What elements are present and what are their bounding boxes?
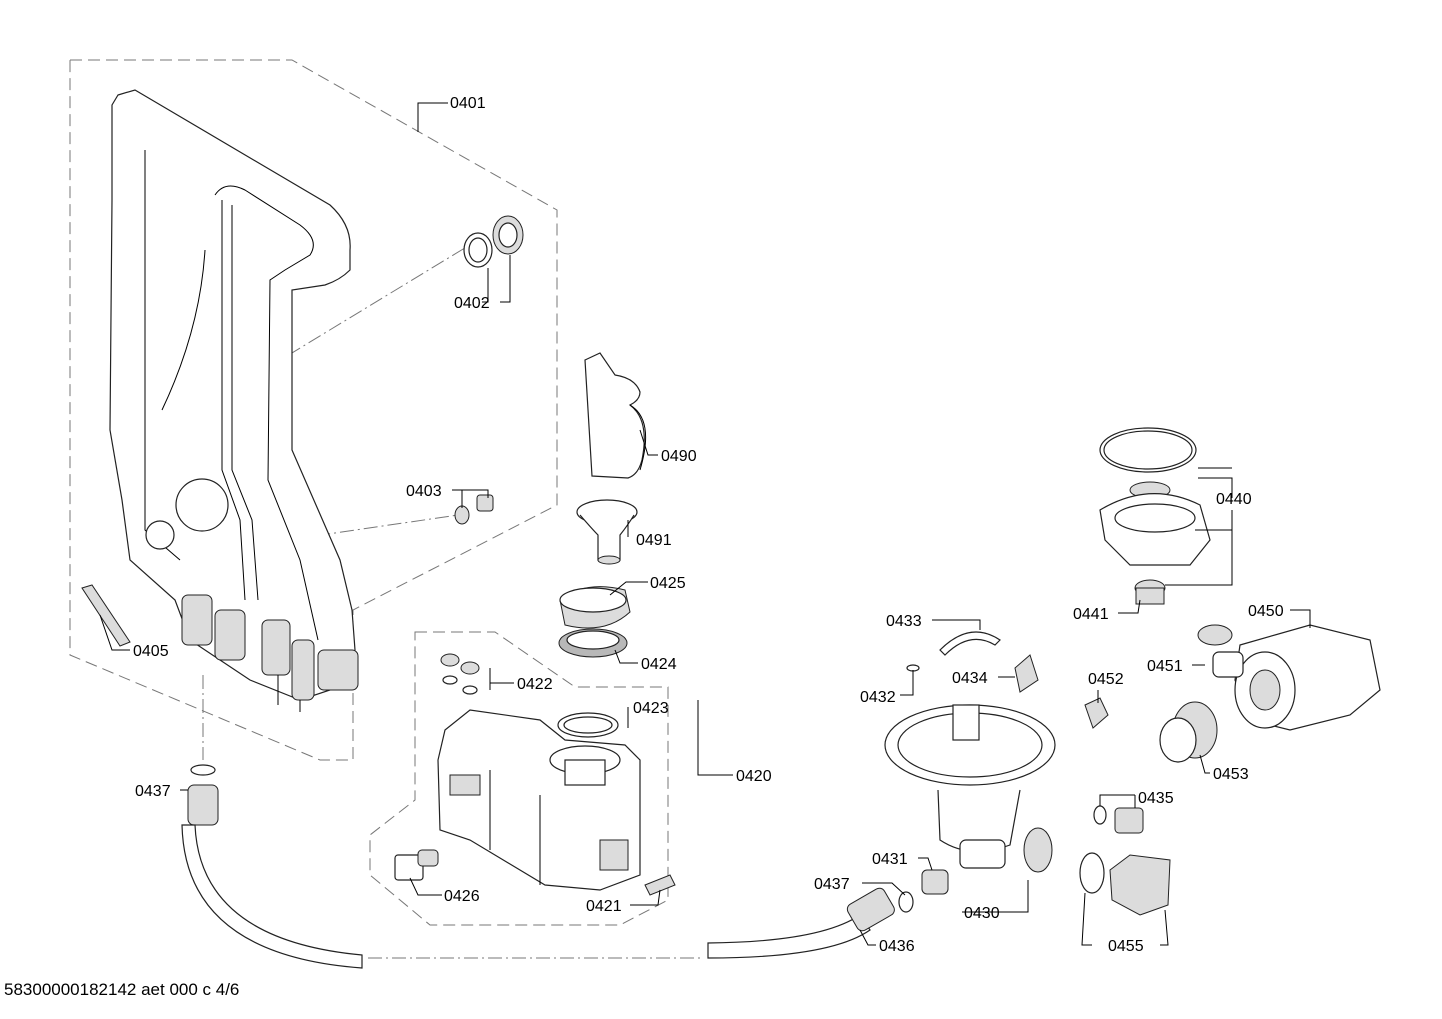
label-0430: 0430	[964, 905, 1000, 922]
label-0441: 0441	[1073, 606, 1109, 623]
check-valve-cap-part	[492, 215, 524, 255]
label-0432: 0432	[860, 689, 896, 706]
label-0434: 0434	[952, 670, 988, 687]
o-ring-part-0435	[1093, 805, 1107, 825]
circulation-pump-part-0450	[1234, 624, 1381, 731]
label-0425: 0425	[650, 575, 686, 592]
seal-set-part-0422	[440, 653, 480, 695]
label-0401: 0401	[450, 95, 486, 112]
label-0452: 0452	[1088, 671, 1124, 688]
label-0436: 0436	[879, 938, 915, 955]
label-0423: 0423	[633, 700, 669, 717]
label-0453: 0453	[1213, 766, 1249, 783]
label-0422: 0422	[517, 676, 553, 693]
label-0440: 0440	[1216, 491, 1252, 508]
label-0450: 0450	[1248, 603, 1284, 620]
label-0431: 0431	[872, 851, 908, 868]
drain-hose-part	[181, 784, 363, 969]
label-0455: 0455	[1108, 938, 1144, 955]
water-softener-part-0420	[437, 709, 641, 891]
o-ring-part-0437	[190, 764, 216, 776]
bracket-part-0452	[1084, 697, 1109, 729]
label-0451: 0451	[1147, 658, 1183, 675]
label-0426: 0426	[444, 888, 480, 905]
label-0490: 0490	[661, 448, 697, 465]
label-0402: 0402	[454, 295, 490, 312]
ring-part-0424	[558, 628, 628, 658]
clip-part-0421	[644, 874, 676, 896]
label-0435: 0435	[1138, 790, 1174, 807]
label-0437-right: 0437	[814, 876, 850, 893]
lid-part-0425	[559, 586, 631, 629]
housing-part-0440	[1099, 493, 1211, 566]
gasket-part-0423	[557, 712, 619, 738]
latch-part-0434	[1014, 654, 1039, 693]
label-0437-left: 0437	[135, 783, 171, 800]
heater-part-0455	[1109, 854, 1171, 916]
connector-part-0431	[921, 869, 949, 895]
part-labels: 0401 0402 0403 0405 0490 0491 0425 0424 …	[133, 95, 1284, 955]
clamp-part-0433	[939, 631, 1001, 656]
seal-ring-part-0440	[1099, 427, 1197, 473]
label-0421: 0421	[586, 898, 622, 915]
cup-part-0491	[576, 499, 638, 565]
funnel-part-0490	[584, 352, 647, 479]
drain-hose-part-right	[707, 887, 914, 959]
sump-part-0430	[884, 704, 1056, 873]
group-outline-0420	[369, 631, 669, 926]
label-0403: 0403	[406, 483, 442, 500]
impeller-part-0441	[1134, 579, 1166, 605]
leader-lines	[99, 102, 1311, 946]
sensor-part-0435	[1114, 807, 1144, 834]
adapter-part-0453	[1159, 701, 1218, 763]
label-0405: 0405	[133, 643, 169, 660]
seal-ring-part	[463, 232, 493, 268]
label-0424: 0424	[641, 656, 677, 673]
screw-part-0432	[906, 664, 920, 688]
group-outline-0401	[69, 59, 558, 761]
diagram-footer-code: 58300000182142 aet 000 c 4/6	[4, 980, 240, 999]
label-0491: 0491	[636, 532, 672, 549]
label-0433: 0433	[886, 613, 922, 630]
fitting-part-0403	[454, 494, 494, 525]
valve-part-0426	[394, 849, 439, 881]
o-ring-part-0455	[1079, 852, 1105, 894]
water-distributor-part	[109, 89, 359, 712]
label-0420: 0420	[736, 768, 772, 785]
clip-part-0405	[81, 584, 131, 647]
clamp-part-0451	[1197, 624, 1244, 678]
